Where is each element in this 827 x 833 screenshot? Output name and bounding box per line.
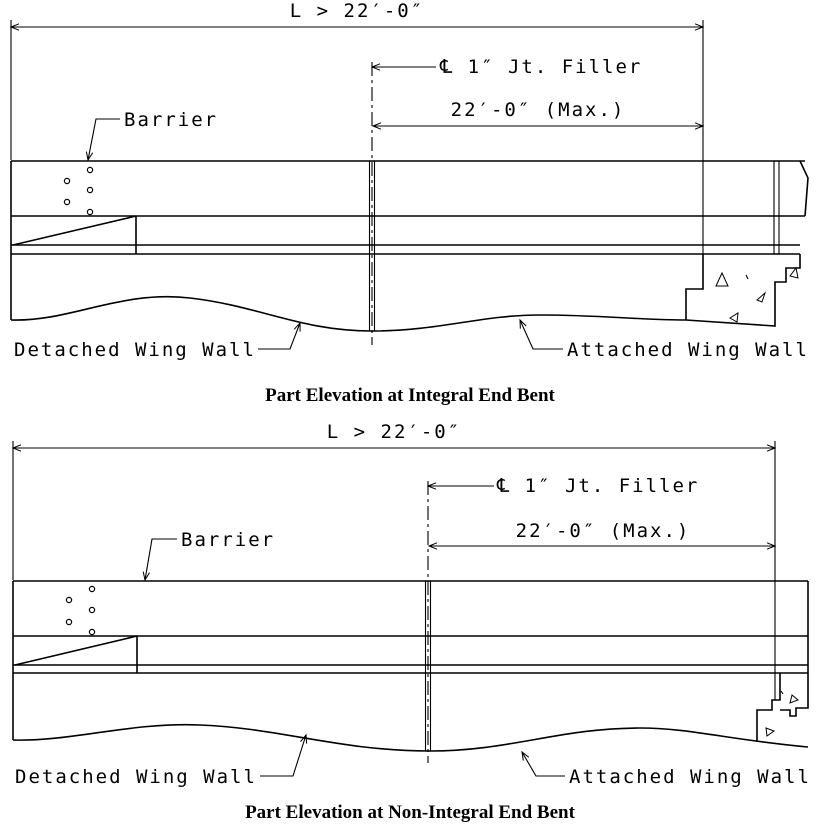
- detached-wing-wall-callout: Detached Wing Wall: [15, 733, 308, 788]
- joint-filler-label: ℄ 1″ Jt. Filler: [496, 475, 699, 497]
- barrier-anchor-holes: [63, 166, 94, 216]
- wing-wall-profile: [12, 723, 809, 752]
- barrier-label: Barrier: [181, 529, 275, 551]
- max-dimension: 22′-0″ (Max.): [427, 520, 777, 550]
- end-bent-concrete: [685, 254, 801, 327]
- max-dimension: 22′-0″ (Max.): [371, 99, 705, 130]
- attached-wing-wall-callout: Attached Wing Wall: [521, 750, 811, 788]
- joint-filler-callout: ℄ 1″ Jt. Filler: [426, 475, 699, 763]
- barrier-body: [12, 580, 809, 752]
- overall-dimension-label: L > 22′-0″: [290, 0, 424, 22]
- detached-wing-wall-callout: Detached Wing Wall: [14, 321, 301, 361]
- attached-wing-wall-label: Attached Wing Wall: [569, 766, 811, 788]
- non-integral-elevation: L > 22′-0″ ℄ 1″ Jt. Filler 22′-0″ (Max.)…: [11, 421, 811, 823]
- detached-wing-wall-label: Detached Wing Wall: [15, 766, 257, 788]
- wing-wall-profile: [10, 296, 687, 332]
- overall-dimension-label: L > 22′-0″: [327, 421, 461, 443]
- attached-wing-wall-label: Attached Wing Wall: [567, 339, 809, 361]
- integral-title: Part Elevation at Integral End Bent: [265, 385, 555, 406]
- barrier-label: Barrier: [124, 109, 218, 131]
- barrier-body: [10, 160, 809, 332]
- non-integral-title: Part Elevation at Non-Integral End Bent: [245, 802, 576, 823]
- overall-dimension: L > 22′-0″: [11, 421, 777, 700]
- attached-wing-wall-callout: Attached Wing Wall: [519, 318, 809, 361]
- max-dimension-label: 22′-0″ (Max.): [516, 520, 691, 542]
- barrier-callout: Barrier: [85, 109, 218, 162]
- joint-filler-callout: ℄ 1″ Jt. Filler: [370, 56, 642, 345]
- joint-filler-label: ℄ 1″ Jt. Filler: [439, 56, 642, 78]
- integral-elevation: L > 22′-0″ ℄ 1″ Jt. Filler 22′-0″ (Max.)…: [9, 0, 809, 406]
- end-bent-concrete: [756, 673, 809, 742]
- overall-dimension: L > 22′-0″: [9, 0, 705, 255]
- barrier-anchor-holes: [65, 585, 96, 636]
- barrier-callout: Barrier: [142, 529, 275, 582]
- max-dimension-label: 22′-0″ (Max.): [451, 99, 626, 121]
- detached-wing-wall-label: Detached Wing Wall: [14, 339, 256, 361]
